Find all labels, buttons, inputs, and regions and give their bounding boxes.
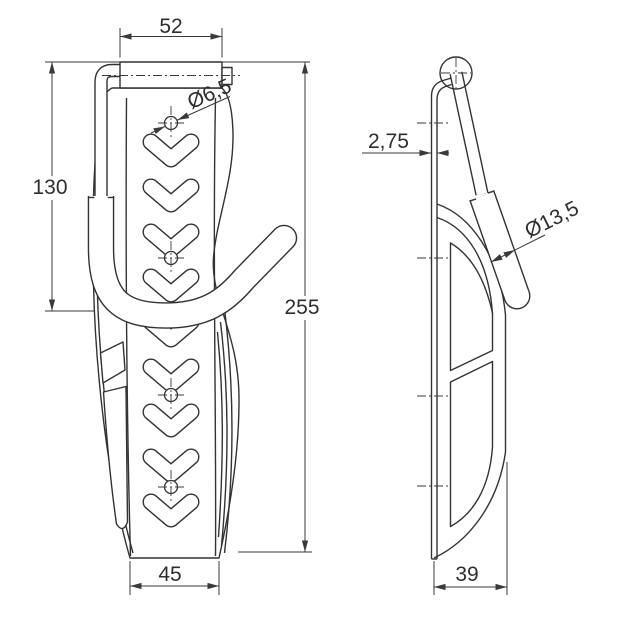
hook-tube — [87, 63, 298, 329]
side-window-lower — [449, 360, 494, 528]
front-cutouts — [142, 106, 200, 528]
dim-tube-diameter-label: Ø13,5 — [521, 197, 582, 243]
dim-plate-thickness-label: 2,75 — [368, 130, 409, 153]
side-hole-centermarks — [417, 122, 449, 487]
dim-top-width-label: 52 — [159, 15, 182, 38]
side-window-upper — [449, 242, 494, 372]
side-plate — [430, 77, 452, 559]
side-view — [417, 56, 531, 560]
left-flank-window-upper — [99, 341, 126, 384]
front-view — [87, 61, 298, 559]
side-body-outline — [433, 203, 507, 559]
roller-bar — [102, 61, 240, 89]
dim-depth-label: 39 — [455, 563, 478, 586]
pivot-ring — [439, 56, 473, 90]
left-flank-window-lower — [102, 385, 129, 530]
dimension-arrows — [48, 33, 515, 591]
dim-hook-height-label: 130 — [32, 176, 67, 199]
dim-bottom-width-label: 45 — [158, 563, 181, 586]
dim-total-height-label: 255 — [284, 296, 319, 319]
side-hook-tube — [439, 56, 531, 310]
